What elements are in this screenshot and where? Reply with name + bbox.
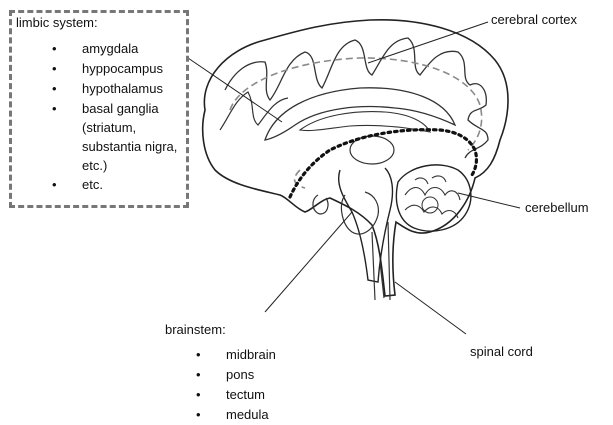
- list-item: • medula: [196, 405, 276, 425]
- list-item: • etc.: [52, 175, 182, 195]
- leader-line-brainstem: [265, 212, 352, 312]
- brainstem-item-midbrain: midbrain: [226, 347, 276, 362]
- cerebellum-label: cerebellum: [525, 200, 589, 216]
- brainstem-item-pons: pons: [226, 367, 254, 382]
- cerebral-cortex-label: cerebral cortex: [491, 12, 577, 28]
- bullet-icon: •: [196, 385, 201, 405]
- list-item: • hypothalamus: [52, 79, 182, 99]
- list-item: • basal ganglia (striatum, substantia ni…: [52, 99, 182, 175]
- brainstem-shape: [339, 168, 393, 282]
- limbic-system-title: limbic system:: [16, 15, 98, 31]
- bullet-icon: •: [52, 79, 57, 99]
- cortex-inner-fold: [220, 92, 288, 130]
- list-item: • amygdala: [52, 39, 182, 59]
- leader-line-cerebral-cortex: [368, 22, 488, 63]
- limbic-dotted-boundary: [290, 130, 476, 197]
- bullet-icon: •: [196, 405, 201, 425]
- bullet-icon: •: [52, 59, 57, 79]
- list-item: • pons: [196, 365, 276, 385]
- brainstem-item-tectum: tectum: [226, 387, 265, 402]
- limbic-item-basal-ganglia: basal ganglia (striatum, substantia nigr…: [82, 99, 182, 175]
- limbic-item-amygdala: amygdala: [82, 39, 182, 59]
- limbic-region-outline: [230, 58, 482, 188]
- limbic-item-hyppocampus: hyppocampus: [82, 59, 182, 79]
- cerebellum-arbor: [422, 197, 438, 213]
- leader-line-limbic: [188, 58, 282, 122]
- brainstem-title: brainstem:: [165, 322, 226, 338]
- list-item: • hyppocampus: [52, 59, 182, 79]
- corpus-callosum: [265, 88, 455, 140]
- limbic-item-etc: etc.: [82, 175, 182, 195]
- bullet-icon: •: [52, 39, 57, 59]
- bullet-icon: •: [52, 175, 57, 195]
- leader-line-spinal-cord: [395, 282, 466, 334]
- list-item: • tectum: [196, 385, 276, 405]
- bullet-icon: •: [196, 365, 201, 385]
- spinal-cord-label: spinal cord: [470, 344, 533, 360]
- brainstem-item-medula: medula: [226, 407, 269, 422]
- limbic-item-hypothalamus: hypothalamus: [82, 79, 182, 99]
- brain-outline: [203, 20, 508, 296]
- bullet-icon: •: [52, 99, 57, 119]
- list-item: • midbrain: [196, 345, 276, 365]
- pituitary: [313, 195, 328, 214]
- brainstem-list: • midbrain • pons • tectum • medula: [196, 345, 276, 425]
- bullet-icon: •: [196, 345, 201, 365]
- limbic-system-list: • amygdala • hyppocampus • hypothalamus …: [52, 39, 182, 195]
